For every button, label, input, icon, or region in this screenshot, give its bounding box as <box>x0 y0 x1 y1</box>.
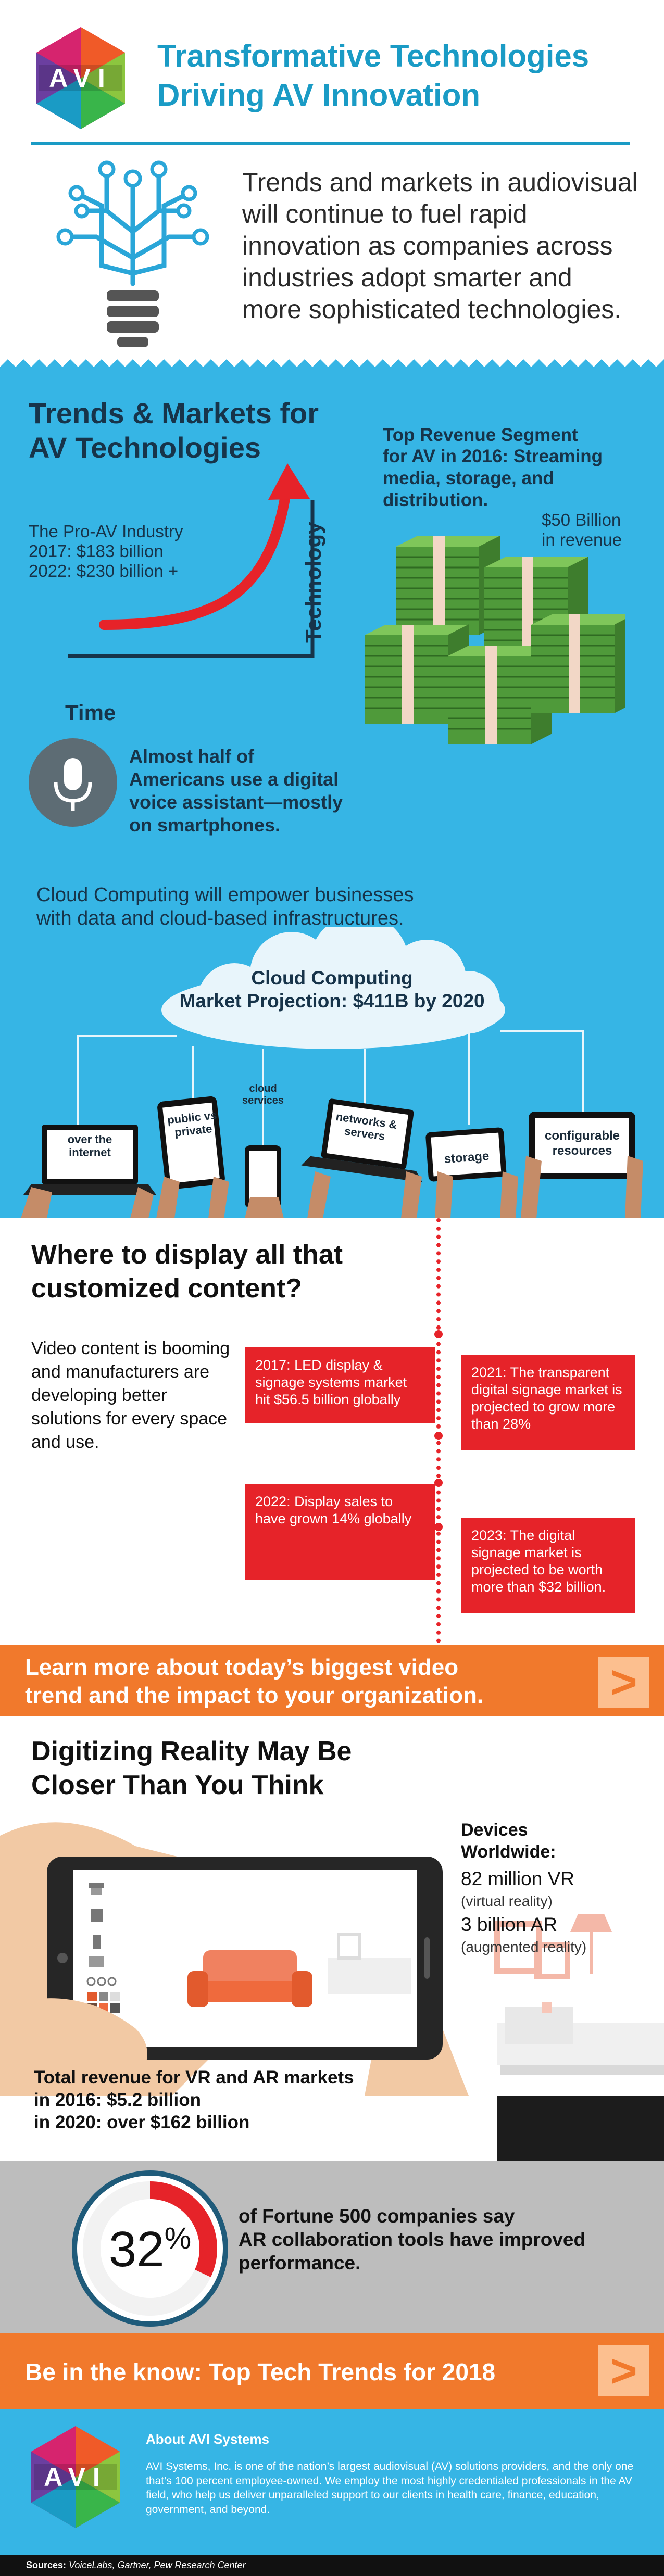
voice-line1: Almost half of <box>129 746 254 767</box>
sources-bar: Sources: VoiceLabs, Gartner, Pew Researc… <box>0 2555 664 2576</box>
industry-line2: 2017: $183 billion <box>29 541 164 561</box>
industry-line1: The Pro-AV Industry <box>29 522 183 541</box>
voice-line2: Americans use a digital <box>129 768 339 790</box>
vr-section: Digitizing Reality May Be Closer Than Yo… <box>0 1716 664 2161</box>
cta-tech-trends-label: Be in the know: Top Tech Trends for 2018 <box>25 2358 496 2385</box>
device-label-internet: over the internet <box>67 1133 112 1159</box>
intro-text: Trends and markets in audiovisual will c… <box>242 168 638 324</box>
cloud-intro-line2: with data and cloud-based infrastructure… <box>36 907 404 929</box>
cta-video-line1: Learn more about today’s biggest video <box>25 1655 459 1680</box>
cloud-diagram <box>21 927 643 1218</box>
cta-video-trend[interactable]: Learn more about today’s biggest video t… <box>0 1645 664 1716</box>
page-title-line1: Transformative Technologies <box>157 39 590 73</box>
about-body: AVI Systems, Inc. is one of the nation’s… <box>146 2460 634 2516</box>
display-body: Video content is booming and manufacture… <box>31 1338 230 1452</box>
devices-title-line1: Devices <box>461 1820 528 1840</box>
timeline-dot <box>434 1523 443 1531</box>
about-title: About AVI Systems <box>146 2431 269 2447</box>
vr-count: 82 million VR <box>461 1868 574 1889</box>
laptop-left <box>23 1125 156 1195</box>
timeline-event-2022: 2022: Display sales to have grown 14% gl… <box>245 1484 435 1580</box>
display-heading-line2: customized content? <box>31 1273 303 1304</box>
cloud-label-line1: Cloud Computing <box>251 967 413 989</box>
chevron-right-icon: > <box>610 2345 637 2396</box>
chevron-right-icon: > <box>610 1656 637 1708</box>
percent-ring-arc <box>83 2181 217 2316</box>
lightbulb-circuit-icon <box>56 160 209 347</box>
fortune-line1: of Fortune 500 companies say <box>239 2205 515 2227</box>
segment-line3: media, storage, and <box>383 468 554 488</box>
voice-line4: on smartphones. <box>129 814 281 836</box>
display-heading-line1: Where to display all that <box>31 1240 343 1270</box>
segment-line1: Top Revenue Segment <box>383 425 578 445</box>
avi-logo[interactable]: AVI <box>29 26 133 130</box>
display-section: Where to display all that customized con… <box>0 1218 664 1651</box>
vr-revenue-line3: in 2020: over $162 billion <box>34 2112 250 2132</box>
timeline-dot <box>434 1432 443 1440</box>
tv-stand <box>497 2096 664 2161</box>
header: AVI Transformative Technologies Driving … <box>0 0 664 151</box>
ar-phone-illustration <box>0 1822 664 2096</box>
vr-heading-line1: Digitizing Reality May Be <box>31 1736 352 1766</box>
vr-revenue-line2: in 2016: $5.2 billion <box>34 2090 201 2110</box>
fortune-line2: AR collaboration tools have improved <box>239 2229 586 2250</box>
segment-line2: for AV in 2016: Streaming <box>383 446 603 466</box>
intro-section: Trends and markets in audiovisual will c… <box>0 151 664 370</box>
cloud-intro-line1: Cloud Computing will empower businesses <box>36 884 414 906</box>
money-stacks-icon <box>365 535 625 746</box>
about-section: AVI About AVI Systems AVI Systems, Inc. … <box>0 2409 664 2555</box>
percent-value: 32% <box>108 2221 192 2277</box>
growth-graph <box>68 463 315 658</box>
timeline-dot <box>434 1330 443 1338</box>
ar-note: (augmented reality) <box>461 1939 587 1955</box>
trends-section: Trends & Markets for AV Technologies The… <box>0 354 664 854</box>
footer-logo-text: AVI <box>44 2463 107 2492</box>
ar-count: 3 billion AR <box>461 1914 558 1935</box>
trends-heading-line2: AV Technologies <box>29 431 261 464</box>
cta-tech-trends-arrow-button[interactable]: > <box>598 2345 649 2396</box>
sources-label: Sources: <box>26 2560 67 2570</box>
percent-ring <box>72 2170 228 2327</box>
device-label-cloud-services: cloud services <box>242 1083 284 1106</box>
timeline-event-2021: 2021: The transparent digital signage ma… <box>461 1355 635 1450</box>
fortune-line3: performance. <box>239 2252 361 2274</box>
axis-y-label: Technology <box>301 522 325 643</box>
revenue-line2: in revenue <box>542 530 622 549</box>
zigzag-divider <box>0 354 664 367</box>
segment-line4: distribution. <box>383 490 488 510</box>
cloud-section: Cloud Computing will empower businesses … <box>0 854 664 1218</box>
cta-video-line2: trend and the impact to your organizatio… <box>25 1683 484 1708</box>
axis-x-label: Time <box>65 700 116 725</box>
timeline-event-2023: 2023: The digital signage market is proj… <box>461 1518 635 1613</box>
trends-heading-line1: Trends & Markets for <box>29 397 319 430</box>
logo-text: AVI <box>49 64 112 93</box>
fortune-section: 32% of Fortune 500 companies say AR coll… <box>0 2161 664 2333</box>
voice-line3: voice assistant—mostly <box>129 791 343 813</box>
sources-text: VoiceLabs, Gartner, Pew Research Center <box>69 2560 246 2570</box>
device-label-configurable: configurable resources <box>544 1129 620 1158</box>
devices-title-line2: Worldwide: <box>461 1842 556 1862</box>
header-divider <box>31 142 630 145</box>
avi-logo-footer[interactable]: AVI <box>23 2425 128 2529</box>
revenue-line1: $50 Billion <box>542 510 621 529</box>
timeline-dot <box>434 1479 443 1487</box>
page-title-line2: Driving AV Innovation <box>157 78 481 112</box>
timeline-event-2017: 2017: LED display & signage systems mark… <box>245 1347 435 1423</box>
vr-heading-line2: Closer Than You Think <box>31 1770 324 1800</box>
cta-tech-trends[interactable]: Be in the know: Top Tech Trends for 2018… <box>0 2333 664 2409</box>
cloud-label-line2: Market Projection: $411B by 2020 <box>179 990 485 1012</box>
vr-revenue-line1: Total revenue for VR and AR markets <box>34 2067 354 2088</box>
cta-video-arrow-button[interactable]: > <box>598 1657 649 1708</box>
microphone-icon <box>29 738 117 827</box>
device-label-public-private: public vs private <box>166 1108 218 1139</box>
industry-line3: 2022: $230 billion + <box>29 561 179 580</box>
vr-note: (virtual reality) <box>461 1893 553 1909</box>
